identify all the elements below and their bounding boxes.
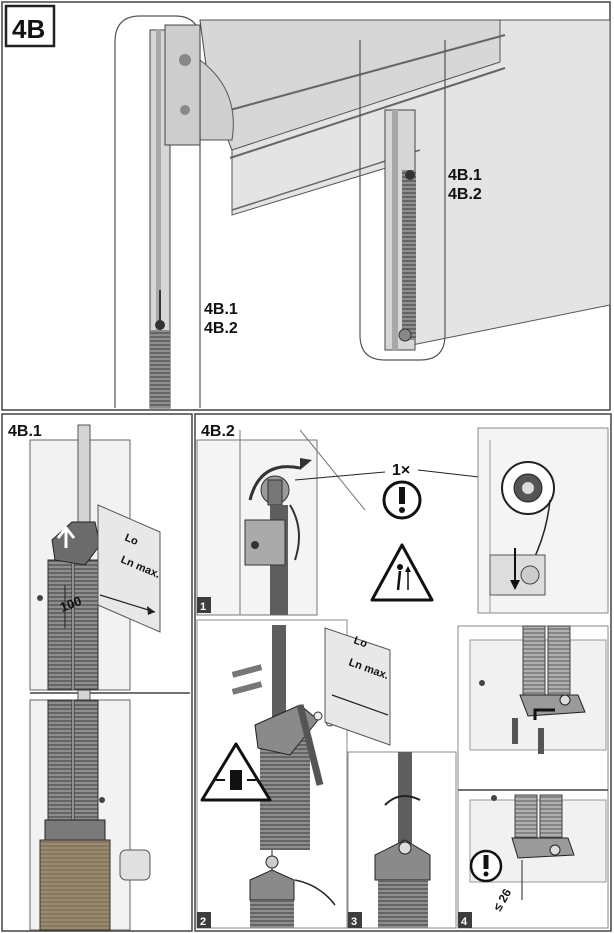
callout-left-line1: 4B.1 xyxy=(204,301,238,318)
exclamation-warning-icon xyxy=(382,480,422,520)
panel-label-box xyxy=(4,4,56,48)
step-1: 1 xyxy=(196,429,386,616)
callout-left-line2: 4B.2 xyxy=(204,320,238,337)
step-4-number: 4 xyxy=(461,916,468,928)
pulley-detail xyxy=(477,427,609,614)
panel-4b2: 4B.2 1 1× xyxy=(194,413,612,932)
panel-4b1-sign-lo: Lo xyxy=(123,532,140,548)
step-2: Lo Ln max. 2 xyxy=(196,619,391,929)
step-3: 3 xyxy=(347,751,457,929)
panel-label-4b2: 4B.2 xyxy=(201,423,235,440)
step-3-number: 3 xyxy=(351,916,357,928)
panel-4b1-dimension: 100 xyxy=(58,593,84,615)
step-2-sign-lo: Lo xyxy=(352,635,369,651)
step-2-number: 2 xyxy=(200,916,206,928)
panel-4b1: Lo Ln max. 100 4B.1 xyxy=(1,413,193,932)
hand-crush-warning-icon xyxy=(200,742,272,802)
step-4: ≤ 26 4 xyxy=(457,625,609,929)
door-curtain xyxy=(199,19,611,346)
panel-label-4b1: 4B.1 xyxy=(8,423,42,440)
callout-right-line1: 4B.1 xyxy=(448,167,482,184)
count-label: 1× xyxy=(392,462,410,479)
panel-label-4b: 4B xyxy=(12,14,45,44)
exclamation-warning-icon xyxy=(469,849,503,883)
person-lifting-warning-icon xyxy=(370,543,434,602)
panel-4b: 4B 4B.1 4B.2 4B.1 4B.2 xyxy=(1,1,611,411)
callout-right-line2: 4B.2 xyxy=(448,186,482,203)
right-rail xyxy=(359,40,446,361)
left-rail xyxy=(114,15,201,409)
step-1-number: 1 xyxy=(200,601,206,613)
